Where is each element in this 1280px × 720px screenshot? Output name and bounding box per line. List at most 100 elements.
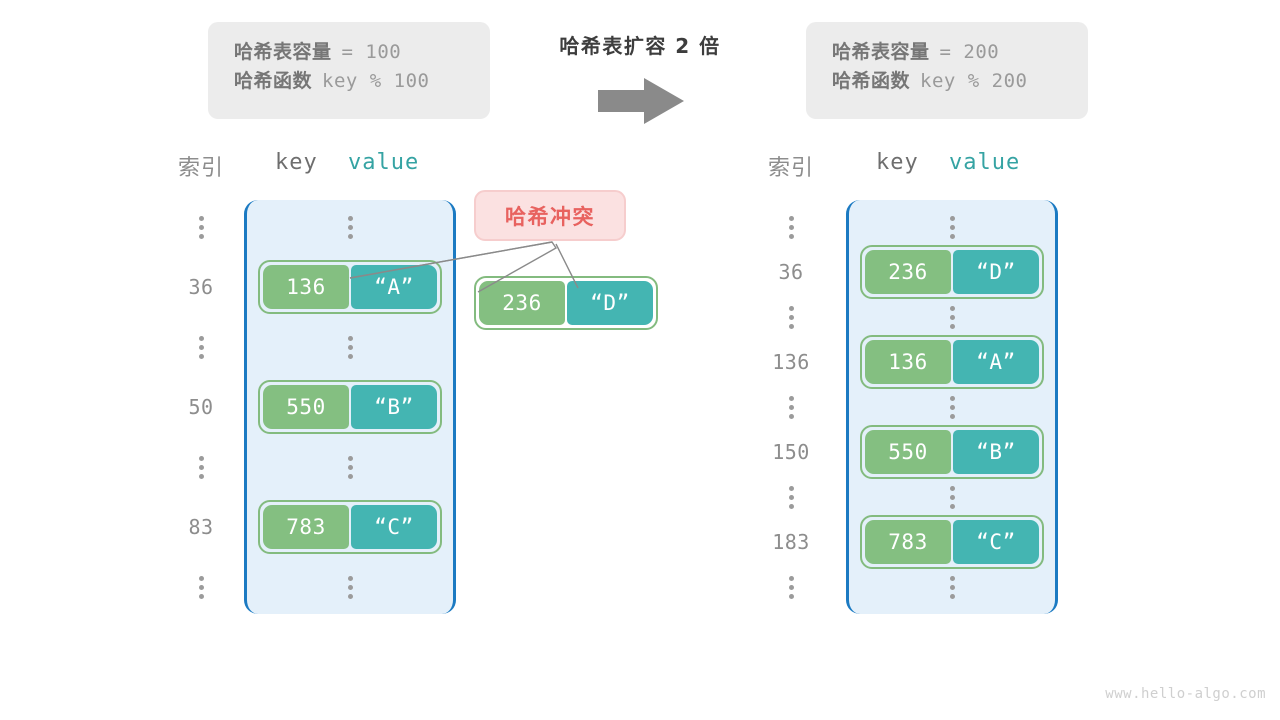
watermark: www.hello-algo.com <box>1105 686 1266 702</box>
function-label: 哈希函数 <box>832 70 911 93</box>
bucket-ellipsis <box>846 572 1058 602</box>
bucket-ellipsis <box>846 482 1058 512</box>
left-index-header: 索引 <box>177 156 224 181</box>
capacity-value: = 100 <box>341 41 402 63</box>
entry-value: “C” <box>351 505 437 549</box>
bucket-ellipsis <box>244 452 456 482</box>
ellipsis-icon <box>949 305 955 329</box>
entry-value: “C” <box>953 520 1039 564</box>
index-ellipsis <box>755 482 827 512</box>
badge-label: 哈希冲突 <box>505 204 595 229</box>
index-label: 36 <box>778 260 804 284</box>
entry-pill: 550“B” <box>258 380 442 434</box>
entry-pill: 136“A” <box>258 260 442 314</box>
bucket-ellipsis <box>244 572 456 602</box>
left-key-header: key <box>275 150 318 175</box>
status-badge-hash-collision: 哈希冲突 <box>474 190 626 241</box>
entry-pill: 783“C” <box>860 515 1044 569</box>
bucket-entry: 783“C” <box>244 500 456 554</box>
ellipsis-icon <box>347 215 353 239</box>
ellipsis-icon <box>198 575 204 599</box>
hash-table-info-after: 哈希表容量 = 200 哈希函数 key % 200 <box>806 22 1088 119</box>
index-ellipsis <box>755 212 827 242</box>
entry-pill: 136“A” <box>860 335 1044 389</box>
bucket-ellipsis <box>244 212 456 242</box>
left-value-header: value <box>348 150 420 175</box>
entry-value: “D” <box>567 281 653 325</box>
entry-value: “B” <box>953 430 1039 474</box>
entry-key: 783 <box>865 520 951 564</box>
index-label: 36 <box>188 275 214 299</box>
bucket-ellipsis <box>244 332 456 362</box>
ellipsis-icon <box>198 335 204 359</box>
right-arrow-icon <box>596 76 686 126</box>
index-ellipsis <box>755 572 827 602</box>
index-ellipsis <box>165 452 237 482</box>
entry-pill: 783“C” <box>258 500 442 554</box>
index-label: 50 <box>188 395 214 419</box>
ellipsis-icon <box>788 395 794 419</box>
entry-value: “D” <box>953 250 1039 294</box>
bucket-entry: 550“B” <box>846 425 1058 479</box>
function-row-before: 哈希函数 key % 100 <box>234 67 464 96</box>
colliding-entry: 236 “D” <box>474 276 658 330</box>
capacity-label: 哈希表容量 <box>832 41 930 63</box>
capacity-row-before: 哈希表容量 = 100 <box>234 38 464 67</box>
ellipsis-icon <box>949 215 955 239</box>
index-label: 150 <box>772 440 810 464</box>
bucket-ellipsis <box>846 302 1058 332</box>
bucket-entry: 783“C” <box>846 515 1058 569</box>
entry-key: 550 <box>865 430 951 474</box>
capacity-value: = 200 <box>939 41 1000 63</box>
function-value: key % 100 <box>322 70 430 93</box>
ellipsis-icon <box>949 575 955 599</box>
ellipsis-icon <box>198 455 204 479</box>
entry-value: “A” <box>351 265 437 309</box>
ellipsis-icon <box>347 455 353 479</box>
index-ellipsis <box>165 332 237 362</box>
index-label: 183 <box>772 530 810 554</box>
index-ellipsis <box>755 392 827 422</box>
ellipsis-icon <box>198 215 204 239</box>
bucket-ellipsis <box>846 392 1058 422</box>
bucket-entry: 136“A” <box>846 335 1058 389</box>
ellipsis-icon <box>788 575 794 599</box>
index-label: 83 <box>188 515 214 539</box>
right-value-header: value <box>949 150 1021 175</box>
page-title: 哈希表扩容 2 倍 <box>559 34 721 58</box>
entry-pill: 236“D” <box>860 245 1044 299</box>
function-value: key % 200 <box>920 70 1028 93</box>
entry-key: 236 <box>865 250 951 294</box>
entry-pill: 236 “D” <box>474 276 658 330</box>
entry-key: 236 <box>479 281 565 325</box>
ellipsis-icon <box>949 395 955 419</box>
index-label: 136 <box>772 350 810 374</box>
entry-pill: 550“B” <box>860 425 1044 479</box>
hash-table-info-before: 哈希表容量 = 100 哈希函数 key % 100 <box>208 22 490 119</box>
capacity-label: 哈希表容量 <box>234 41 332 63</box>
right-index-header: 索引 <box>767 156 814 181</box>
entry-key: 783 <box>263 505 349 549</box>
function-label: 哈希函数 <box>234 70 313 93</box>
ellipsis-icon <box>347 335 353 359</box>
entry-key: 550 <box>263 385 349 429</box>
entry-value: “A” <box>953 340 1039 384</box>
bucket-entry: 236“D” <box>846 245 1058 299</box>
bucket-ellipsis <box>846 212 1058 242</box>
bucket-entry: 550“B” <box>244 380 456 434</box>
entry-value: “B” <box>351 385 437 429</box>
bucket-entry: 136“A” <box>244 260 456 314</box>
capacity-row-after: 哈希表容量 = 200 <box>832 38 1062 67</box>
entry-key: 136 <box>263 265 349 309</box>
index-ellipsis <box>165 212 237 242</box>
index-ellipsis <box>165 572 237 602</box>
function-row-after: 哈希函数 key % 200 <box>832 67 1062 96</box>
ellipsis-icon <box>949 485 955 509</box>
index-ellipsis <box>755 302 827 332</box>
ellipsis-icon <box>347 575 353 599</box>
ellipsis-icon <box>788 305 794 329</box>
ellipsis-icon <box>788 215 794 239</box>
entry-key: 136 <box>865 340 951 384</box>
right-key-header: key <box>876 150 919 175</box>
ellipsis-icon <box>788 485 794 509</box>
